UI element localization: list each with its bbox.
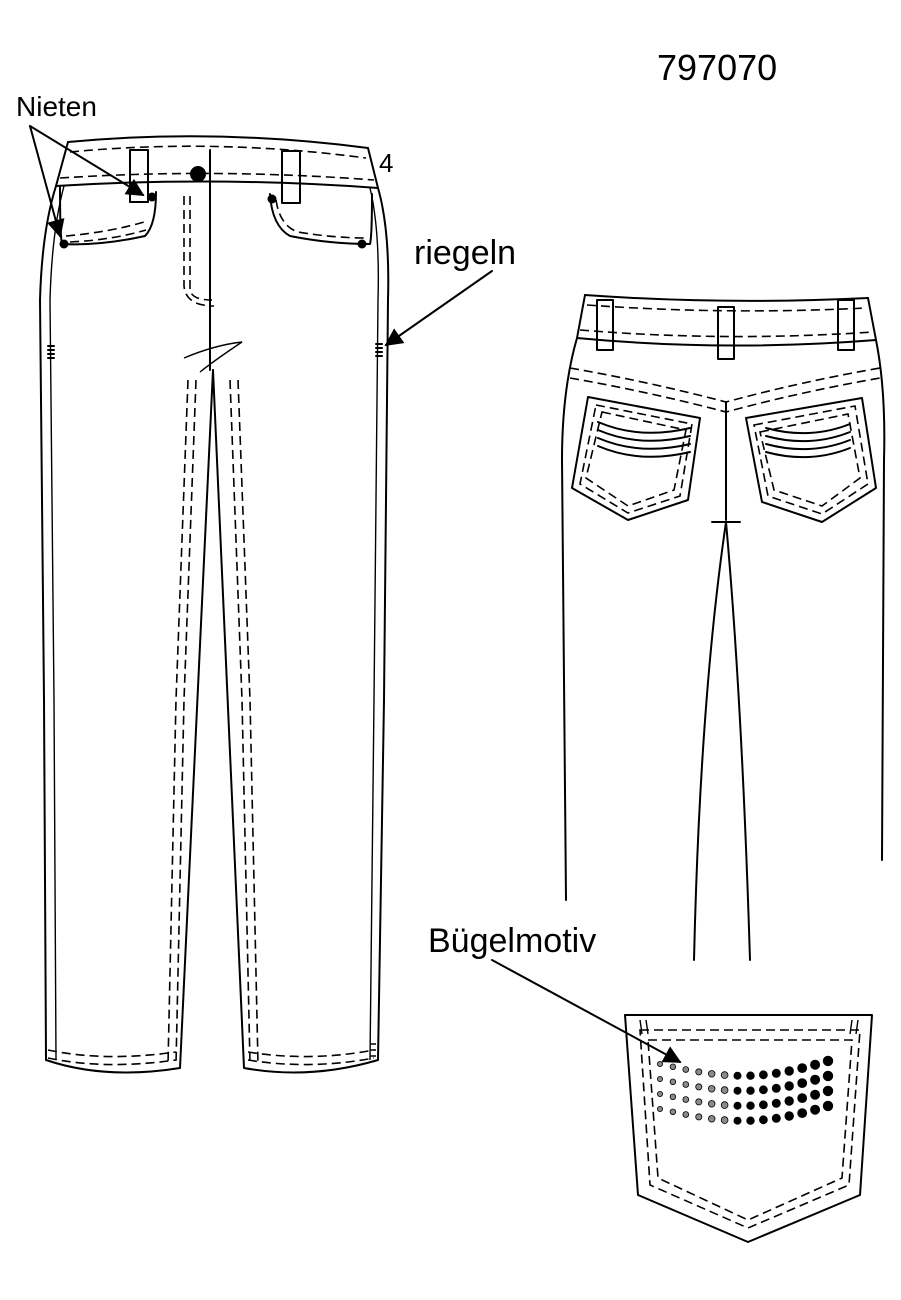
bead [746, 1086, 755, 1095]
bead [720, 1116, 729, 1124]
bead [810, 1059, 821, 1070]
small-bead-rows-left [597, 421, 691, 458]
bead [708, 1070, 716, 1078]
bead [797, 1078, 808, 1088]
bead [682, 1081, 690, 1088]
bead [708, 1100, 716, 1108]
bead [682, 1066, 690, 1073]
bartacks-label: riegeln [414, 234, 516, 272]
pocket-detail [624, 1014, 873, 1243]
article-number: 797070 [657, 47, 777, 88]
jeans-back-view [561, 294, 886, 961]
bartack-arrow [384, 270, 493, 347]
bead [733, 1101, 742, 1110]
iron-on-motif-beads [657, 1055, 834, 1125]
bead [784, 1096, 794, 1106]
bead [657, 1091, 664, 1098]
bead [657, 1106, 664, 1113]
rivet-icon [59, 239, 69, 249]
bead [720, 1086, 729, 1094]
bead [669, 1108, 677, 1115]
bead [695, 1098, 703, 1106]
bead [771, 1068, 781, 1078]
bead [720, 1071, 729, 1079]
rivets-label: Nieten [16, 91, 97, 122]
bead [822, 1085, 834, 1097]
bead [759, 1100, 768, 1110]
bead [822, 1055, 834, 1067]
bead [733, 1116, 742, 1125]
bead [682, 1111, 690, 1118]
bead [784, 1066, 794, 1076]
jeans-front-view [39, 135, 390, 1074]
bead [784, 1111, 794, 1121]
bead [759, 1070, 768, 1080]
bead [784, 1081, 794, 1091]
motif-arrow [491, 959, 682, 1063]
rivet-icon [267, 194, 277, 204]
button-icon [190, 166, 206, 182]
rivet-arrow-pocket [29, 125, 65, 238]
bead [771, 1113, 781, 1123]
bead [797, 1093, 808, 1103]
size-marker: 4 [379, 148, 393, 178]
bead [720, 1101, 729, 1109]
bead [771, 1098, 781, 1108]
bead [797, 1063, 808, 1073]
bead [669, 1063, 677, 1070]
rivet-icon [147, 192, 157, 202]
bead [708, 1115, 716, 1123]
bead [797, 1108, 808, 1118]
bead [708, 1085, 716, 1093]
bead [810, 1089, 821, 1100]
bead [822, 1100, 834, 1112]
bead [657, 1076, 664, 1083]
bead [810, 1074, 821, 1085]
iron-on-motif-label: Bügelmotiv [428, 922, 596, 960]
bead [695, 1113, 703, 1121]
bead [746, 1101, 755, 1110]
bead [733, 1086, 742, 1095]
bead [746, 1071, 755, 1080]
bead [746, 1116, 755, 1125]
bead [759, 1085, 768, 1095]
small-bead-rows-right [765, 423, 851, 459]
bead [822, 1070, 834, 1082]
bead [810, 1104, 821, 1115]
bead [733, 1071, 742, 1080]
bead [759, 1115, 768, 1125]
bead [695, 1068, 703, 1076]
bead [669, 1093, 677, 1100]
bead [657, 1061, 664, 1068]
rivet-icon [357, 239, 367, 249]
bead [771, 1083, 781, 1093]
bead [669, 1078, 677, 1085]
bead [695, 1083, 703, 1091]
bead [682, 1096, 690, 1103]
